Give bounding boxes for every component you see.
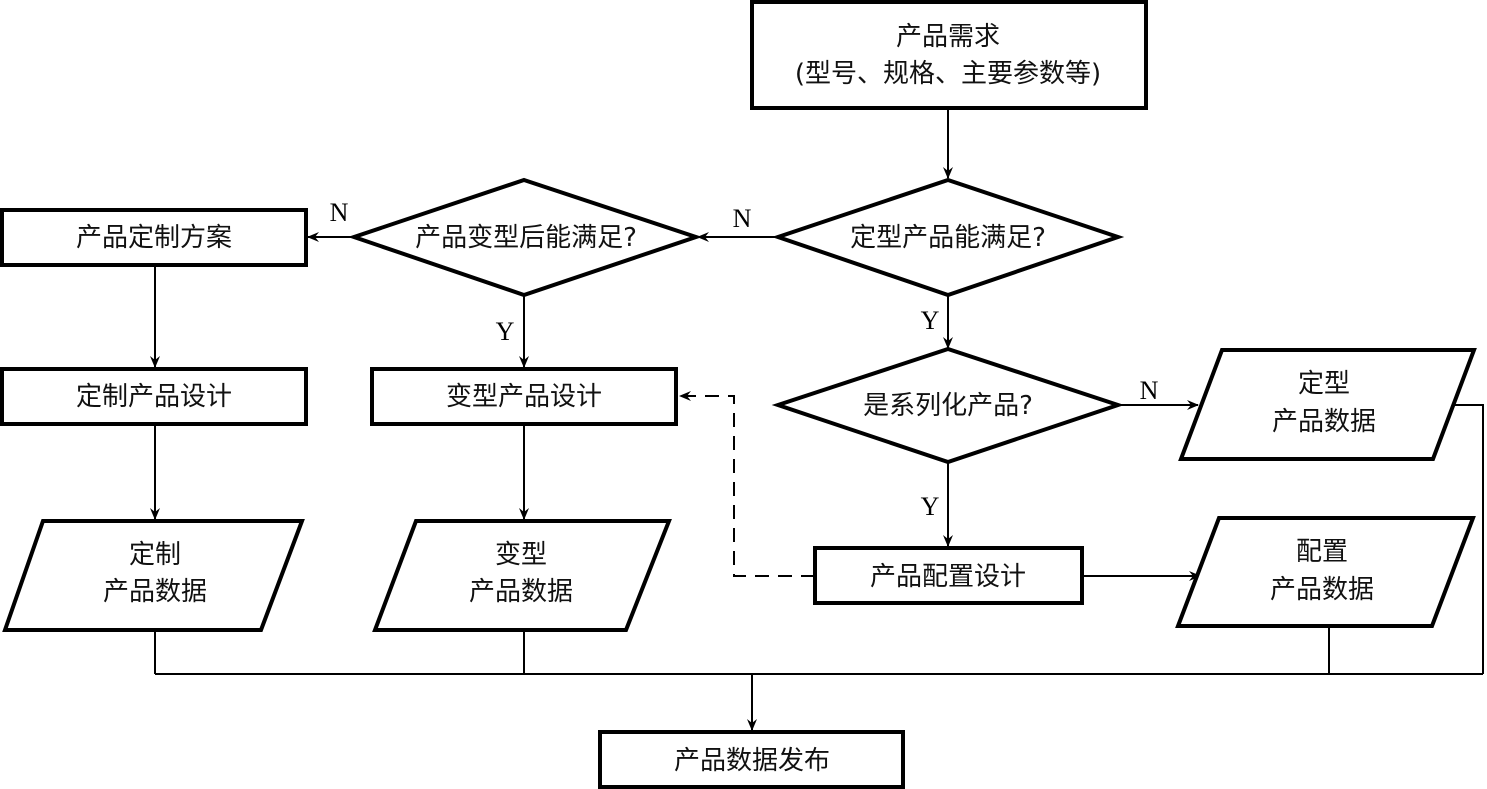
data-custom-product-line2: 产品数据 bbox=[103, 577, 207, 607]
label-variant-no: N bbox=[330, 198, 349, 227]
data-config-product: 配置 产品数据 bbox=[1175, 516, 1476, 628]
data-variant-product-line1: 变型 bbox=[495, 540, 547, 570]
data-config-product-line1: 配置 bbox=[1296, 537, 1348, 567]
node-config-design-text: 产品配置设计 bbox=[870, 562, 1026, 592]
node-custom-plan-text: 产品定制方案 bbox=[76, 223, 232, 253]
label-series-yes: Y bbox=[921, 492, 940, 521]
decision-fixed-product-text: 定型产品能满足? bbox=[850, 223, 1046, 253]
data-variant-product-line2: 产品数据 bbox=[469, 577, 573, 607]
data-config-product-line2: 产品数据 bbox=[1270, 575, 1374, 605]
node-data-release: 产品数据发布 bbox=[598, 730, 905, 789]
node-custom-design-text: 定制产品设计 bbox=[76, 382, 232, 412]
data-fixed-product-line1: 定型 bbox=[1298, 369, 1350, 399]
data-fixed-product-line2: 产品数据 bbox=[1272, 407, 1376, 437]
node-config-design: 产品配置设计 bbox=[813, 546, 1084, 605]
data-custom-product-line1: 定制 bbox=[129, 540, 181, 570]
decision-series-product: 是系列化产品? bbox=[771, 346, 1125, 465]
decision-fixed-product: 定型产品能满足? bbox=[771, 177, 1125, 298]
node-variant-design: 变型产品设计 bbox=[370, 367, 678, 426]
node-custom-design: 定制产品设计 bbox=[0, 367, 308, 426]
node-custom-plan: 产品定制方案 bbox=[0, 208, 308, 267]
decision-variant-product-text: 产品变型后能满足? bbox=[415, 223, 637, 253]
label-fixed-yes: Y bbox=[921, 306, 940, 335]
label-variant-yes: Y bbox=[496, 317, 515, 346]
data-custom-product: 定制 产品数据 bbox=[2, 519, 305, 632]
node-variant-design-text: 变型产品设计 bbox=[446, 382, 602, 412]
edge-fixed-data-down bbox=[1448, 404, 1484, 674]
decision-variant-product: 产品变型后能满足? bbox=[347, 177, 703, 298]
label-fixed-no: N bbox=[733, 204, 752, 233]
node-product-demand: 产品需求 (型号、规格、主要参数等) bbox=[750, 0, 1148, 110]
label-series-no: N bbox=[1140, 376, 1159, 405]
edge-config-to-variant-design-dashed bbox=[679, 391, 815, 577]
node-data-release-text: 产品数据发布 bbox=[674, 746, 830, 776]
decision-series-product-text: 是系列化产品? bbox=[863, 391, 1033, 421]
data-fixed-product: 定型 产品数据 bbox=[1178, 348, 1477, 461]
node-product-demand-subtitle: (型号、规格、主要参数等) bbox=[795, 59, 1101, 89]
data-variant-product: 变型 产品数据 bbox=[372, 519, 672, 632]
node-product-demand-title: 产品需求 bbox=[896, 22, 1000, 52]
